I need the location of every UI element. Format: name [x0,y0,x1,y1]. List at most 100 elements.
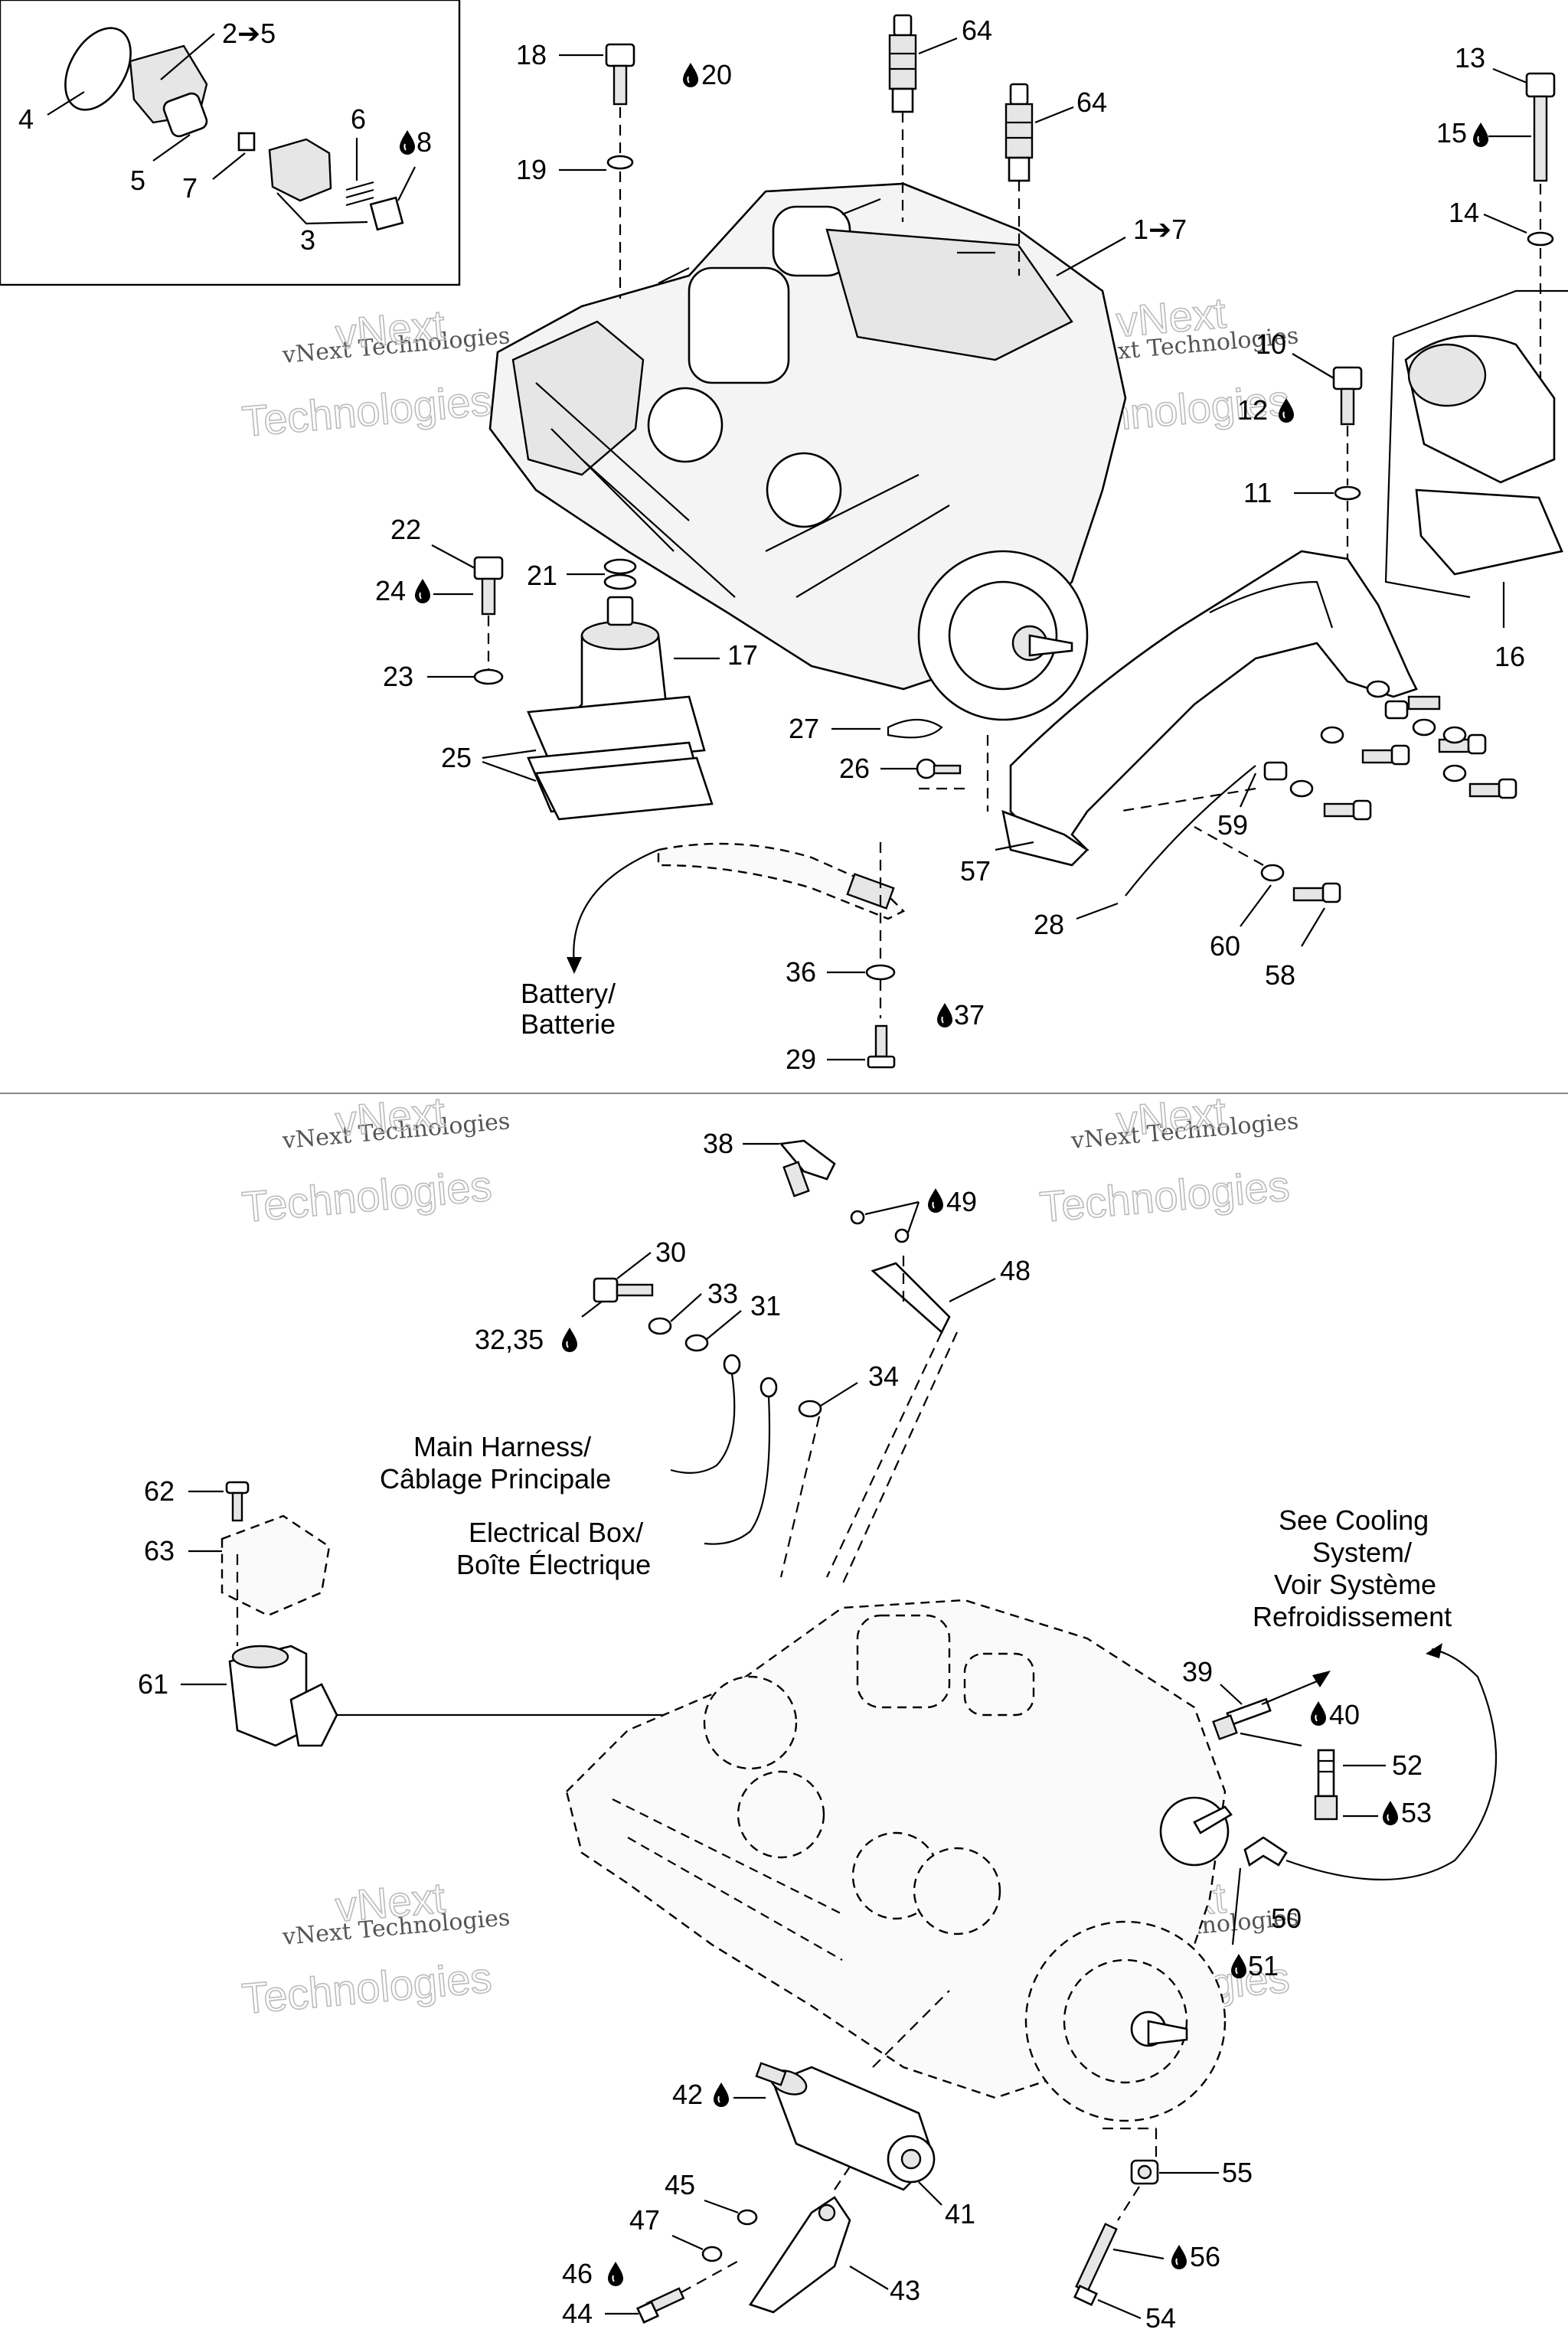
callout-23: 23 [383,661,413,692]
callout-2-5: 2➔5 [222,18,276,49]
bolt [593,1277,654,1303]
battery-label-fr: Batterie [521,1008,616,1040]
nut [1130,2159,1159,2185]
callout-47: 47 [629,2204,660,2236]
callout-31: 31 [750,1290,781,1321]
lubricant-drop-icon [1310,1700,1327,1726]
svg-text:Technologies: Technologies [1038,1161,1292,1231]
lubricant-drop-icon [399,129,416,155]
callout-12: 12 [1237,394,1268,426]
callout-39: 39 [1182,1656,1213,1687]
lubricant-drop-icon [713,2082,730,2108]
hose-nipple [1314,1749,1338,1821]
lubricant-drop-icon [1472,122,1489,148]
callout-64: 64 [962,15,992,46]
callout-21: 21 [527,560,557,591]
lubricant-drop-icon [682,62,699,88]
bolt [635,2287,685,2324]
callout-50: 50 [1271,1903,1302,1934]
callout-5: 5 [130,165,145,196]
callout-37: 37 [954,999,985,1031]
elbow-fitting [1243,1836,1288,1867]
callout-59: 59 [1217,809,1248,841]
callout-27: 27 [789,713,819,744]
electrical-box-label: Electrical Box/ [469,1517,643,1548]
callout-11: 11 [1243,477,1272,508]
bolt [473,556,504,616]
callout-36: 36 [786,956,816,988]
callout-61: 61 [138,1668,168,1700]
callout-20: 20 [701,59,732,90]
callout-41: 41 [945,2198,975,2230]
callout-33: 33 [707,1278,738,1309]
callout-29: 29 [786,1044,816,1075]
callout-53: 53 [1401,1797,1432,1828]
callout-6: 6 [351,103,366,135]
callout-15: 15 [1436,117,1467,149]
main-harness-label-fr: Câblage Principale [380,1463,611,1494]
fitting [1212,1697,1272,1740]
callout-49: 49 [946,1186,977,1217]
callout-62: 62 [144,1475,175,1507]
callout-13: 13 [1455,42,1485,74]
callout-57: 57 [960,855,991,887]
callout-19: 19 [516,154,547,185]
cooling-note-line3: Voir Système [1274,1569,1436,1600]
callout-40: 40 [1329,1699,1360,1730]
svg-text:Technologies: Technologies [240,376,494,446]
callout-18: 18 [516,39,547,70]
callout-46: 46 [562,2258,593,2289]
callout-55: 55 [1222,2157,1253,2188]
callout-44: 44 [562,2298,593,2329]
svg-text:Technologies: Technologies [240,1953,494,2023]
callout-3: 3 [300,224,315,256]
callout-43: 43 [890,2275,920,2306]
callout-32-35: 32,35 [475,1324,544,1355]
lubricant-drop-icon [1382,1800,1399,1826]
callout-28: 28 [1034,909,1064,940]
callout-64: 64 [1076,87,1107,118]
callout-14: 14 [1449,197,1479,228]
starter-motor [755,2062,936,2191]
spark-plug [1004,83,1034,182]
lubricant-drop-icon [561,1327,578,1353]
lubricant-drop-icon [414,578,431,604]
callout-24: 24 [375,575,406,606]
bolt [605,43,635,106]
callout-34: 34 [868,1361,899,1392]
callout-1-7: 1➔7 [1133,214,1187,245]
lubricant-drop-icon [1171,2244,1187,2270]
callout-52: 52 [1392,1749,1423,1781]
cooling-note-line1: See Cooling [1279,1504,1429,1536]
callout-8: 8 [416,126,432,158]
callout-30: 30 [655,1236,686,1268]
callout-25: 25 [441,742,472,773]
callout-7: 7 [182,172,198,204]
svg-text:Technologies: Technologies [240,1161,494,1231]
engine-bottom-view [565,1599,1233,2122]
lubricant-drop-icon [607,2261,624,2287]
battery-label: Battery/ [521,978,616,1009]
svg-text:vNext: vNext [1115,1088,1229,1145]
callout-22: 22 [390,514,421,545]
callout-48: 48 [1000,1255,1031,1286]
callout-42: 42 [672,2079,703,2110]
svg-text:vNext: vNext [334,1873,448,1931]
fastener-set [1263,680,1517,821]
callout-17: 17 [727,639,758,671]
callout-63: 63 [144,1535,175,1566]
spark-plug [888,14,917,113]
bolt [225,1481,250,1522]
svg-text:vNext: vNext [1115,289,1229,346]
electrical-box-label-fr: Boîte Électrique [456,1549,651,1580]
svg-text:vNext: vNext [334,301,448,358]
main-harness-label: Main Harness/ [413,1431,591,1462]
stud-bolt [1073,2223,1118,2307]
callout-58: 58 [1265,959,1295,991]
callout-54: 54 [1145,2302,1176,2334]
bolt [1332,366,1363,426]
callout-26: 26 [839,753,870,784]
lubricant-drop-icon [936,1002,953,1028]
svg-text:vNext: vNext [334,1088,448,1145]
callout-10: 10 [1256,328,1286,360]
